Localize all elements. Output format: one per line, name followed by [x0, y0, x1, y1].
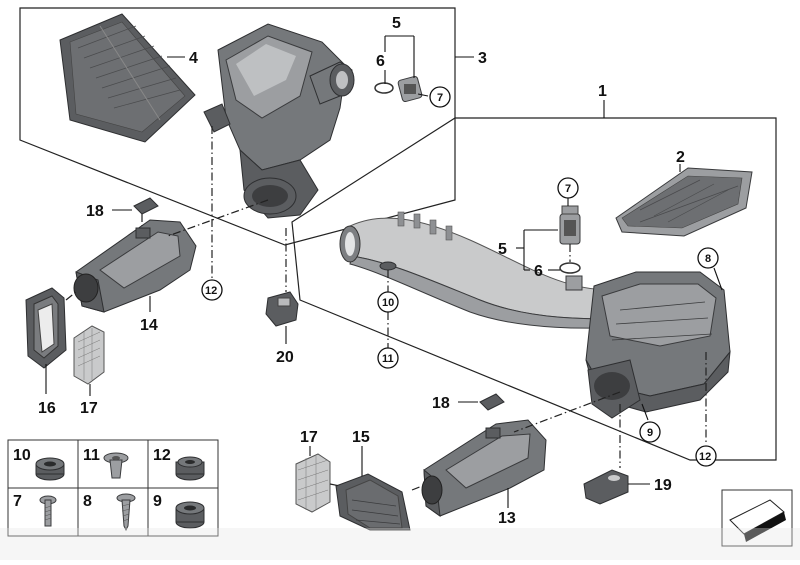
grid-label-9: 9 — [153, 493, 162, 510]
label-18-upper: 18 — [86, 203, 104, 220]
label-1: 1 — [598, 83, 607, 100]
seal-ring-6-right — [559, 262, 581, 274]
grommet-10-on-pipe — [379, 261, 397, 271]
grommet-12-detail — [175, 456, 205, 481]
pad-18-lower — [479, 393, 505, 411]
label-20: 20 — [276, 349, 294, 366]
sensor-5-right — [559, 205, 581, 245]
group-frame-air-filter-housing — [291, 117, 777, 461]
grid-label-10: 10 — [13, 447, 31, 464]
label-15: 15 — [352, 429, 370, 446]
callout-circle-12-left — [201, 279, 223, 301]
small-parts-grid: 10 11 12 7 8 9 — [7, 439, 219, 537]
label-14: 14 — [140, 317, 158, 334]
label-4: 4 — [189, 50, 198, 67]
label-9: 9 — [647, 427, 653, 439]
callout-circle-7-upper — [429, 86, 451, 108]
label-12-left: 12 — [205, 285, 217, 297]
bolt-7-detail — [39, 495, 57, 527]
label-16: 16 — [38, 400, 56, 417]
intake-duct-14 — [73, 219, 197, 313]
grommet-10-detail — [35, 457, 65, 481]
label-7-upper: 7 — [437, 92, 443, 104]
callout-circle-11 — [377, 347, 399, 369]
screw-8-detail — [116, 493, 136, 532]
label-10: 10 — [382, 297, 394, 309]
callout-circle-9 — [639, 421, 661, 443]
label-11: 11 — [382, 353, 394, 365]
intake-housing-3 — [203, 23, 355, 219]
pad-18-upper — [133, 197, 159, 215]
callout-labels: 4 3 5 6 7 1 2 7 5 6 8 9 10 11 12 12 18 1… — [38, 15, 719, 527]
label-6-upper: 6 — [376, 53, 385, 70]
footer-band — [0, 528, 800, 560]
leader-lines — [45, 35, 723, 508]
label-13: 13 — [498, 510, 516, 527]
screen-mesh-17-lower — [295, 453, 331, 513]
callout-circle-10 — [377, 291, 399, 313]
label-3: 3 — [478, 50, 487, 67]
bellows-gasket-16 — [25, 287, 67, 369]
label-6-right: 6 — [534, 263, 543, 280]
filter-element-4 — [59, 13, 196, 143]
grid-label-7: 7 — [13, 493, 22, 510]
label-5-right: 5 — [498, 241, 507, 258]
label-12-right: 12 — [699, 451, 711, 463]
callout-circle-8 — [697, 247, 719, 269]
reference-symbol-box — [721, 489, 793, 547]
rivet-11-detail — [103, 452, 129, 479]
grid-label-11: 11 — [83, 447, 100, 464]
label-7-right: 7 — [565, 183, 571, 195]
grommet-9-detail — [175, 501, 205, 529]
grid-label-12: 12 — [153, 447, 171, 464]
grid-label-8: 8 — [83, 493, 92, 510]
label-19: 19 — [654, 477, 672, 494]
callout-circle-7-right — [557, 177, 579, 199]
label-17-lower: 17 — [300, 429, 318, 446]
filter-element-2 — [615, 167, 753, 237]
sensor-5-upper — [397, 75, 423, 103]
label-17-left: 17 — [80, 400, 98, 417]
screen-mesh-17-left — [73, 325, 105, 385]
label-5-upper: 5 — [392, 15, 401, 32]
intake-duct-13 — [421, 419, 547, 518]
label-2: 2 — [676, 149, 685, 166]
label-8: 8 — [705, 253, 711, 265]
assembly-lines — [65, 126, 707, 491]
seal-ring-6-upper — [374, 82, 394, 94]
air-filter-housing-1 — [339, 211, 731, 419]
rubber-mount-19 — [583, 469, 629, 505]
rubber-mount-20 — [265, 291, 299, 327]
cover-15 — [335, 473, 411, 531]
callout-circle-12-right — [695, 445, 717, 467]
label-18-lower: 18 — [432, 395, 450, 412]
